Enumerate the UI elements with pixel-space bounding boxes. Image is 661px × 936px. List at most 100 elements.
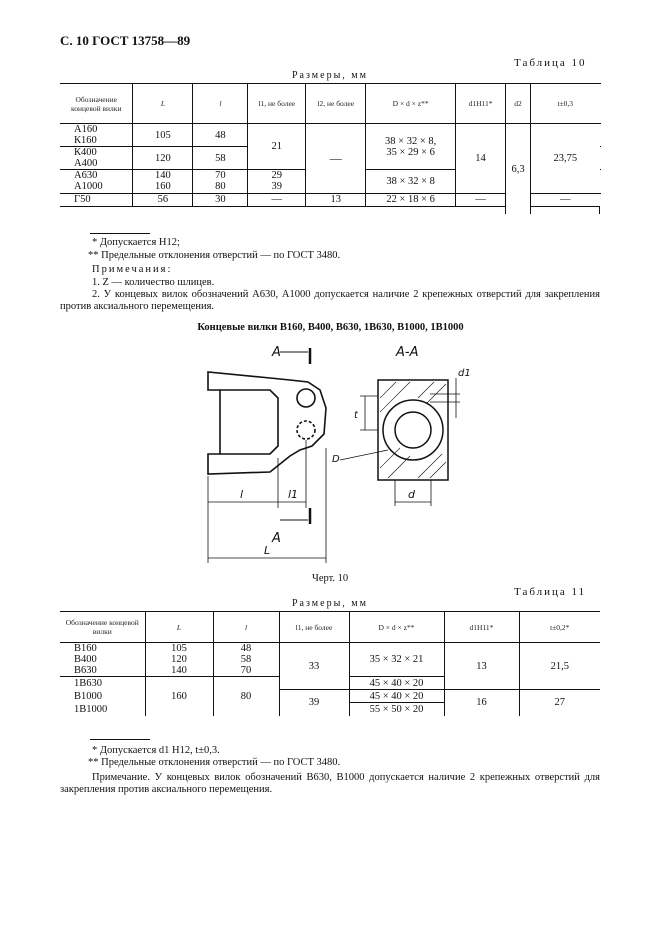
technical-drawing: A A A-A l l1 L D d d1 t (207, 345, 471, 563)
cell: 120 (144, 654, 213, 665)
cell: К400 (74, 147, 97, 158)
cell: В400 (74, 654, 97, 665)
label-l1: l1 (288, 488, 298, 501)
cell: В1000 (74, 690, 103, 702)
cell: 48 (192, 123, 248, 147)
cell: 21,5 (518, 642, 600, 690)
label-section: A-A (395, 345, 418, 360)
cell: А630 (74, 170, 98, 181)
footnote-divider (90, 739, 150, 740)
cell-line: 35 × 29 × 6 (386, 146, 435, 158)
dimension-lines (207, 440, 327, 563)
table-row: В400 120 58 (60, 654, 600, 665)
cell: 16 (443, 689, 519, 716)
cell: 105 (132, 123, 193, 147)
col-l: l (192, 83, 248, 124)
cell: 80 (212, 676, 279, 716)
cell: 13 (305, 193, 366, 206)
cell: 38 × 32 × 8, 35 × 29 × 6 (365, 123, 456, 170)
table10-header-row: Обозначение концевой вилки L l l1, не бо… (60, 83, 600, 124)
cell: А1000 (74, 181, 103, 192)
table-row: В160 105 48 33 35 × 32 × 21 13 21,5 (60, 642, 600, 690)
cell: 1В1000 (74, 703, 108, 715)
table10: Обозначение концевой вилки L l l1, не бо… (60, 83, 600, 214)
cell: 39 (247, 181, 306, 192)
cell: 38 × 32 × 8 (365, 169, 456, 194)
cell: Г50 (74, 194, 91, 205)
note-text: Примечание. У концевых вилок обозначений… (60, 772, 600, 795)
cell: 23,75 (530, 123, 600, 194)
cell: 58 (192, 146, 248, 170)
table-row: В1000 39 45 × 40 × 20 16 27 (60, 689, 600, 716)
cell: А160 (74, 124, 98, 135)
table11-sizes: Размеры, мм (292, 598, 368, 609)
label-A-bottom: A (271, 531, 281, 546)
table-row: 1В630 160 80 45 × 40 × 20 (60, 676, 600, 716)
cell: 35 × 32 × 21 (348, 642, 444, 677)
cell: 30 (192, 193, 248, 206)
cell: — (455, 193, 506, 206)
cell: 1В630 (74, 677, 103, 689)
label-t: t (354, 410, 359, 421)
cell: 56 (132, 193, 193, 206)
cell: 29 (247, 169, 306, 181)
col-L: L (132, 83, 193, 124)
col-l1: l1, не более (247, 83, 306, 124)
label-d: d (408, 488, 416, 501)
cell: А400 (74, 158, 98, 169)
section-dimensions (339, 378, 460, 506)
cell: 48 (212, 642, 279, 654)
col-l: l (212, 611, 279, 643)
footnote: ** Предельные отклонения отверстий — по … (88, 757, 341, 768)
table-row: К400 120 58 (60, 146, 600, 170)
label-l: l (240, 488, 243, 501)
cell: 6,3 (505, 123, 531, 214)
fork-side-view (207, 371, 327, 475)
note-item: 2. У концевых вилок обозначений А630, А1… (60, 289, 600, 312)
cell: 140 (144, 665, 213, 677)
cell: 21 (247, 123, 306, 170)
footnote: * Допускается d1 H12, t±0,3. (92, 745, 220, 756)
col-Ddz: D × d × z** (365, 83, 456, 124)
label-D: D (332, 454, 340, 465)
table11-header-row: Обозначение концевой вилки L l l1, не бо… (60, 611, 600, 643)
label-d1: d1 (458, 368, 471, 379)
section-view (377, 379, 449, 481)
cell: 45 × 40 × 20 (348, 689, 444, 703)
table10-caption: Таблица 10 (514, 57, 587, 69)
col-designation: Обозначение концевой вилки (71, 94, 122, 113)
col-Ddz: D × d × z** (348, 611, 444, 643)
figure-caption: Черт. 10 (312, 573, 349, 584)
cell: 45 × 40 × 20 (348, 676, 444, 690)
col-d1: d1H11* (443, 611, 519, 643)
col-l1: l1, не более (278, 611, 349, 643)
col-t: t±0,3 (530, 83, 600, 124)
cell: 39 (278, 689, 349, 716)
col-L: L (144, 611, 213, 643)
label-A-top: A (271, 345, 281, 360)
cell: 160 (144, 676, 213, 716)
table11-caption: Таблица 11 (514, 586, 587, 598)
cell: 27 (518, 689, 600, 716)
cell: 13 (443, 642, 519, 690)
footnote-divider (90, 233, 150, 234)
cell: — (530, 193, 600, 206)
col-t: t±0,2* (518, 611, 600, 643)
page-header: С. 10 ГОСТ 13758—89 (60, 33, 191, 48)
section-line (280, 348, 312, 524)
col-d1: d1H11* (455, 83, 506, 124)
table-row: А630 140 70 29 38 × 32 × 8 (60, 169, 600, 194)
cell: 80 (192, 181, 248, 192)
cell: 70 (192, 169, 248, 181)
cell: В160 (74, 643, 97, 654)
label-L: L (264, 544, 270, 557)
note-item: 1. Z — количество шлицев. (92, 277, 215, 288)
cell: В630 (74, 665, 97, 676)
footnote: * Допускается H12; (92, 237, 180, 248)
cell: 33 (278, 642, 349, 690)
cell: 22 × 18 × 6 (365, 193, 456, 206)
notes-title: Примечания: (92, 264, 173, 275)
cell: 140 (132, 169, 193, 181)
col-designation: Обозначение концевой вилки (65, 618, 139, 636)
cell: 14 (455, 123, 506, 194)
